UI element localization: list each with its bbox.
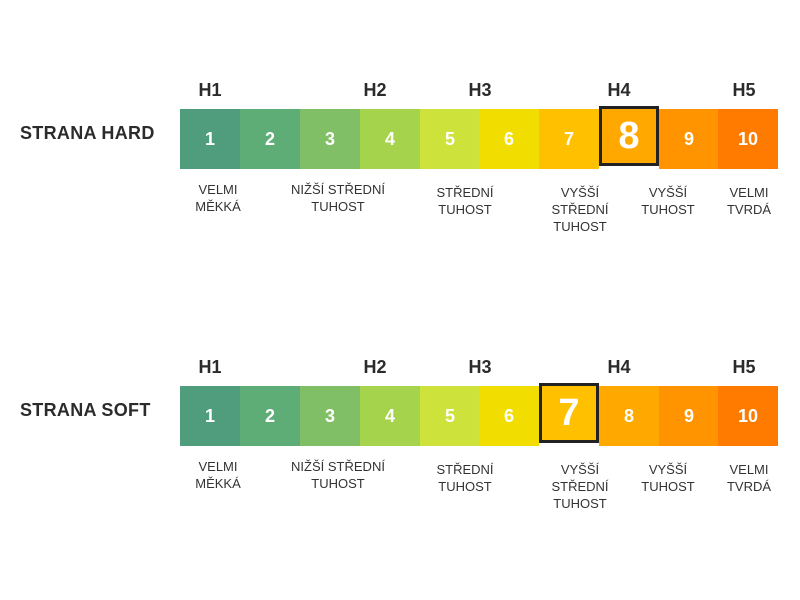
scale-cell-2: 2 [240,109,300,169]
h-label-h2: H2 [363,357,387,377]
scale-cell-7: 7 [539,109,599,169]
scale-cell-3: 3 [300,386,360,446]
scale-bar: 1 2 3 4 5 6 7 8 9 10 [180,383,778,446]
h-label-h5: H5 [732,357,756,377]
scale-cell-2: 2 [240,386,300,446]
scale-cell-7: 7 [539,383,599,443]
h-label-h1: H1 [198,80,222,100]
hardness-scale-soft: STRANA SOFT H1 H2 H3 H4 H5 1 2 3 4 5 6 7… [0,357,800,597]
scale-bar: 1 2 3 4 5 6 7 8 9 10 [180,106,778,169]
scale-cell-1: 1 [180,109,240,169]
scale-cell-9: 9 [659,109,719,169]
h-label-h3: H3 [468,357,492,377]
h-label-h5: H5 [732,80,756,100]
scale-cell-4: 4 [360,386,420,446]
scale-cell-6: 6 [479,109,539,169]
scale-cell-8: 8 [599,386,659,446]
scale-cell-8: 8 [599,106,659,166]
hardness-scale-hard: STRANA HARD H1 H2 H3 H4 H5 1 2 3 4 5 6 7… [0,80,800,320]
scale-cell-5: 5 [420,386,480,446]
scale-label: STRANA HARD [20,123,155,143]
scale-cell-10: 10 [718,386,778,446]
h-label-h4: H4 [607,80,631,100]
scale-cell-9: 9 [659,386,719,446]
scale-label: STRANA SOFT [20,400,151,420]
h-label-h1: H1 [198,357,222,377]
scale-cell-10: 10 [718,109,778,169]
scale-cell-6: 6 [479,386,539,446]
h-label-h2: H2 [363,80,387,100]
h-label-h3: H3 [468,80,492,100]
h-label-h4: H4 [607,357,631,377]
scale-cell-4: 4 [360,109,420,169]
scale-cell-1: 1 [180,386,240,446]
scale-cell-5: 5 [420,109,480,169]
scale-cell-3: 3 [300,109,360,169]
